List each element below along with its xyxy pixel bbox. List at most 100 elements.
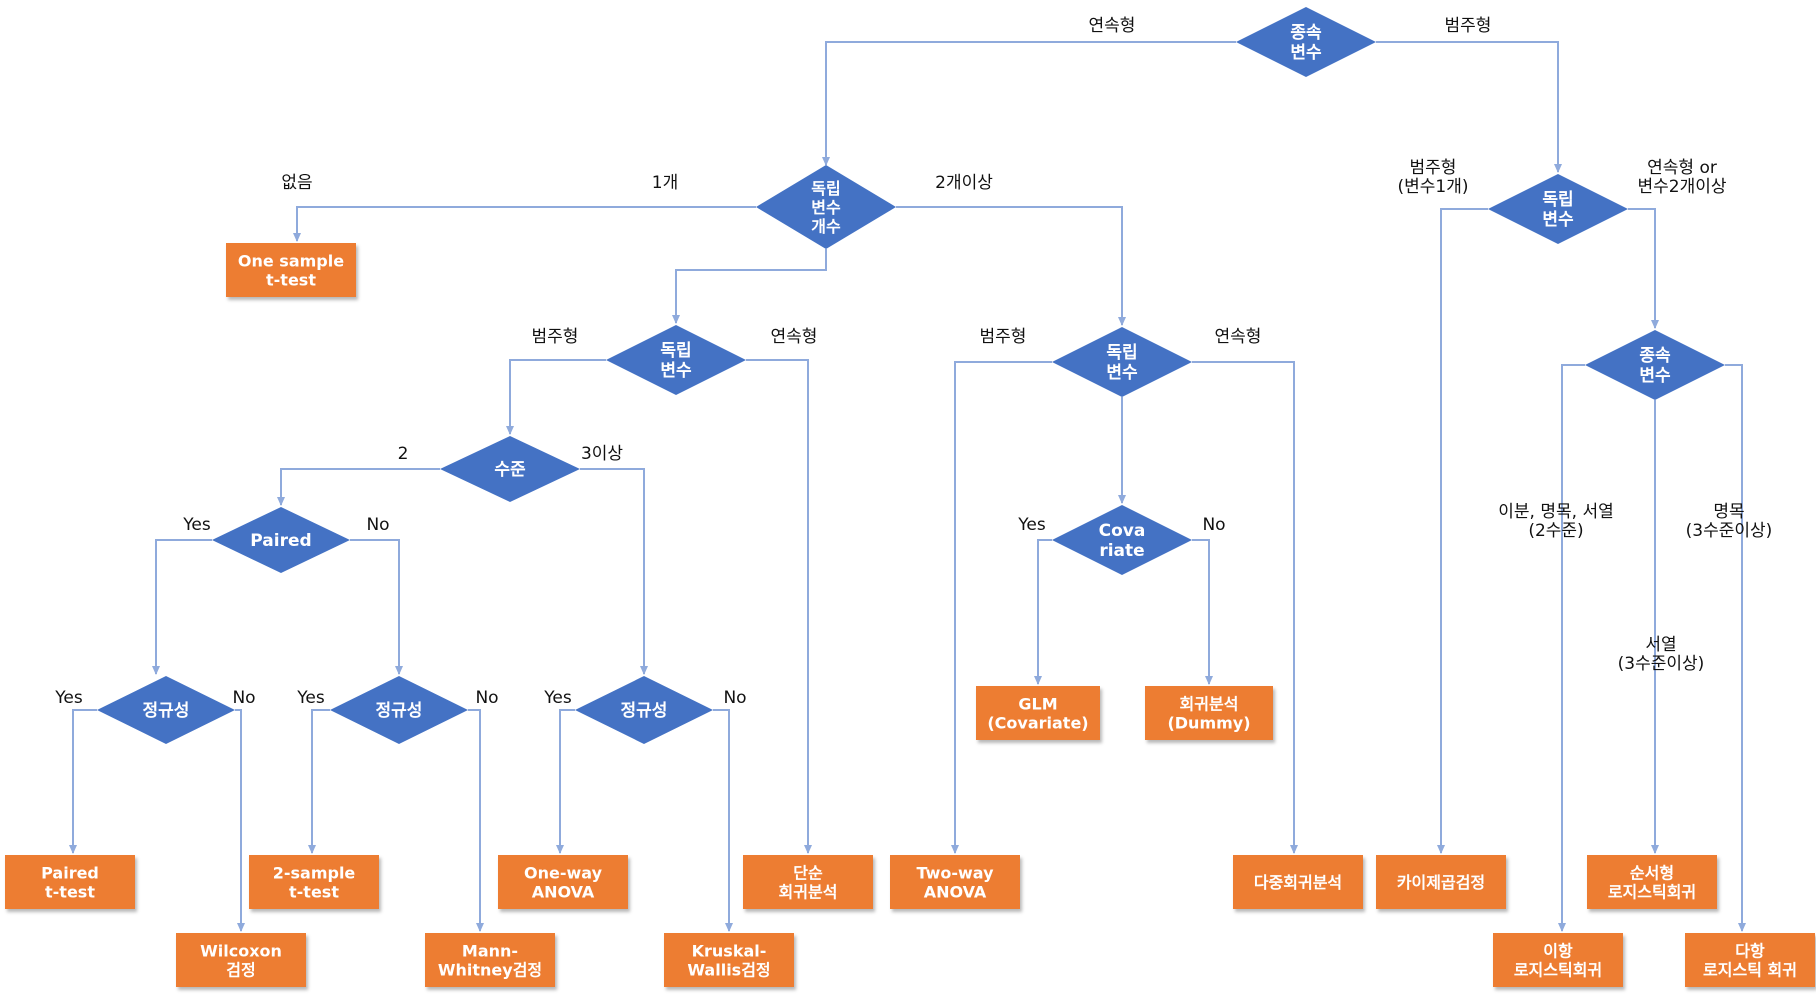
connector-d1-to-d5 (1376, 41, 1562, 173)
result-box-r10: GLM(Covariate) (976, 686, 1100, 740)
result-box-shape (976, 686, 1100, 740)
node-label-line: t-test (266, 270, 316, 289)
edge-label-l14: Yes (54, 688, 83, 708)
result-box-shape (890, 855, 1020, 909)
node-label-line: 변수 (1542, 210, 1574, 230)
result-box-shape (498, 855, 628, 909)
decision-diamond-shape (440, 436, 580, 502)
decision-diamond-d8: Covariate (1052, 505, 1192, 575)
decision-diamond-shape (575, 676, 713, 744)
result-box-r5: Mann-Whitney검정 (425, 933, 555, 987)
node-label-line: Cova (1099, 521, 1146, 541)
edge-label-l3: 없음 (281, 173, 312, 193)
node-label-line: t-test (45, 882, 95, 901)
connector-d9-to-r16 (1725, 364, 1746, 932)
node-label-line: Kruskal- (692, 941, 767, 960)
node-label-line: 검정 (226, 960, 255, 979)
connector-d10-to-r3 (235, 709, 245, 932)
edge-label-l11: 3이상 (581, 444, 623, 464)
node-label-line: 순서형 (1630, 863, 1674, 882)
node-label-line: ANOVA (924, 882, 987, 901)
node-label-line: t-test (289, 882, 339, 901)
result-box-shape (5, 855, 135, 909)
node-label-line: 개수 (811, 217, 841, 236)
result-box-shape (425, 933, 555, 987)
connector-d1-to-d2 (822, 41, 1236, 166)
result-box-shape (226, 243, 356, 297)
decision-diamond-shape (1488, 174, 1628, 244)
result-box-r13: 카이제곱검정 (1376, 855, 1506, 909)
node-label-line: GLM (1018, 694, 1057, 713)
node-label-line: Paired (250, 531, 311, 551)
connector-d12-to-r7 (713, 709, 733, 932)
decision-diamond-shape (756, 165, 896, 249)
node-label-line: 회귀분석 (779, 882, 838, 901)
edge-label-l16: Yes (296, 688, 325, 708)
result-box-shape (1145, 686, 1273, 740)
node-label-line: One-way (524, 863, 603, 882)
connector-d7-to-d10 (152, 539, 212, 675)
node-label-line: 정규성 (621, 701, 668, 721)
edge-label-l25: (3수준이상) (1686, 521, 1773, 541)
edge-label-l19: No (723, 688, 746, 708)
node-label-line: One sample (238, 251, 344, 270)
edge-label-l25: 명목 (1713, 502, 1744, 522)
edge-label-l18: Yes (543, 688, 572, 708)
node-label-line: 정규성 (143, 701, 190, 721)
node-label-line: Wallis검정 (687, 960, 770, 979)
result-box-r7: Kruskal-Wallis검정 (664, 933, 794, 987)
node-label-line: Two-way (916, 863, 994, 882)
connector-d9-to-r15 (1558, 364, 1585, 932)
connector-d8-to-r10 (1034, 539, 1052, 685)
edge-label-l22: 범주형 (1410, 158, 1457, 178)
node-label-line: 종속 (1290, 23, 1322, 43)
decision-diamond-d11: 정규성 (330, 676, 468, 744)
node-label-line: 이항 (1543, 941, 1573, 960)
edge-label-l15: No (232, 688, 255, 708)
node-label-line: 변수 (811, 198, 841, 217)
connector-d6-to-d12 (580, 468, 648, 675)
node-label-line: riate (1099, 541, 1144, 561)
result-box-shape (664, 933, 794, 987)
connector-lines (69, 41, 1746, 932)
edge-label-l4: 1개 (652, 173, 678, 193)
result-box-shape (1587, 855, 1717, 909)
node-label-line: Whitney검정 (438, 960, 542, 979)
result-box-shape (1493, 933, 1623, 987)
node-label-line: Paired (41, 863, 99, 882)
node-label-line: 독립 (660, 341, 691, 361)
edge-label-l6: 범주형 (532, 327, 579, 347)
node-label-line: 정규성 (376, 701, 423, 721)
result-box-shape (249, 855, 379, 909)
node-label-line: 변수 (660, 361, 692, 381)
decision-diamond-shape (1052, 505, 1192, 575)
edge-label-l26: (3수준이상) (1618, 654, 1705, 674)
edge-label-l1: 연속형 (1089, 16, 1136, 36)
edge-label-l23: 변수2개이상 (1637, 177, 1726, 197)
connector-d4-to-r12 (1192, 361, 1298, 854)
decision-diamond-shape (606, 325, 746, 395)
node-label-line: 수준 (494, 460, 526, 480)
node-label-line: Mann- (462, 941, 518, 960)
connector-d11-to-r5 (468, 709, 484, 932)
decision-diamond-d6: 수준 (440, 436, 580, 502)
decision-diamond-shape (1052, 327, 1192, 397)
edge-label-l24: 이분, 명목, 서열 (1498, 502, 1613, 522)
node-label-line: 종속 (1639, 346, 1671, 366)
node-label-line: 변수 (1106, 363, 1138, 383)
node-label-line: 로지스틱회귀 (1514, 960, 1602, 979)
node-label-line: 다항 (1735, 941, 1765, 960)
node-label-line: 독립 (1542, 190, 1573, 210)
